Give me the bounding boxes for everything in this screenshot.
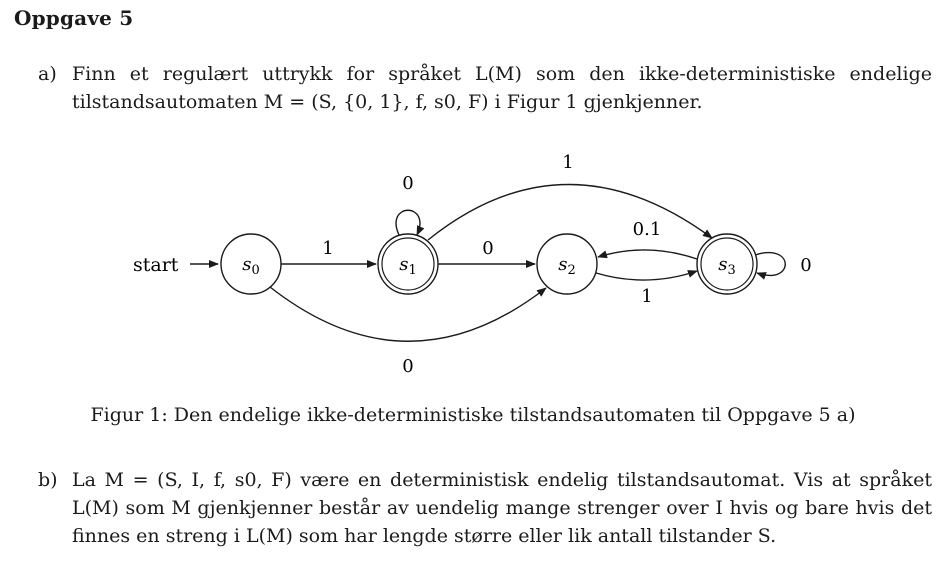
state-s1-label: s <box>399 254 408 275</box>
edge-s1-s3 <box>427 183 713 241</box>
svg-text:s3: s3 <box>718 254 736 278</box>
edge-s3-loop-label: 0 <box>800 255 811 276</box>
state-s2-label: s <box>558 254 567 275</box>
edge-s3-s2-label: 0.1 <box>633 219 662 240</box>
edge-s0-s1-label: 1 <box>322 238 333 259</box>
edge-s1-loop <box>395 209 425 236</box>
page-title: Oppgave 5 <box>14 6 134 30</box>
svg-text:s2: s2 <box>558 254 576 278</box>
state-s0: s0 <box>220 233 282 295</box>
edge-s2-s3-label: 1 <box>641 286 652 307</box>
part-b-text: La M = (S, I, f, s0, F) være en determin… <box>72 469 932 547</box>
part-b: b) La M = (S, I, f, s0, F) være en deter… <box>38 466 932 550</box>
state-s1: s1 <box>377 233 439 295</box>
state-s0-sub: 0 <box>251 263 259 278</box>
automaton-figure: start s0 s1 s2 s3 1 0 0 <box>0 140 946 400</box>
state-s2: s2 <box>536 233 598 295</box>
start-label: start <box>133 254 179 276</box>
svg-text:s0: s0 <box>242 254 260 278</box>
part-a-text: Finn et regulært uttrykk for språket L(M… <box>72 63 932 113</box>
state-s3: s3 <box>696 233 758 295</box>
state-s0-label: s <box>242 254 251 275</box>
state-s3-sub: 3 <box>727 263 735 278</box>
figure-caption: Figur 1: Den endelige ikke-deterministis… <box>90 404 856 426</box>
state-s2-sub: 2 <box>567 263 575 278</box>
edge-s3-s2 <box>597 249 698 260</box>
part-b-label: b) <box>38 469 58 491</box>
edge-s3-loop <box>754 252 786 280</box>
state-s3-label: s <box>718 254 727 275</box>
edge-s1-s3-label: 1 <box>562 152 573 173</box>
svg-text:s1: s1 <box>399 254 417 278</box>
automaton-diagram: start s0 s1 s2 s3 1 0 0 <box>133 152 812 377</box>
part-a: a) Finn et regulært uttrykk for språket … <box>38 60 932 116</box>
edge-s0-s2 <box>269 286 547 342</box>
edge-s1-s2-label: 0 <box>482 238 493 259</box>
edge-s1-loop-label: 0 <box>402 173 413 194</box>
edge-s2-s3 <box>595 270 698 281</box>
part-a-label: a) <box>38 63 57 85</box>
edge-s0-s2-label: 0 <box>402 356 413 377</box>
state-s1-sub: 1 <box>408 263 416 278</box>
